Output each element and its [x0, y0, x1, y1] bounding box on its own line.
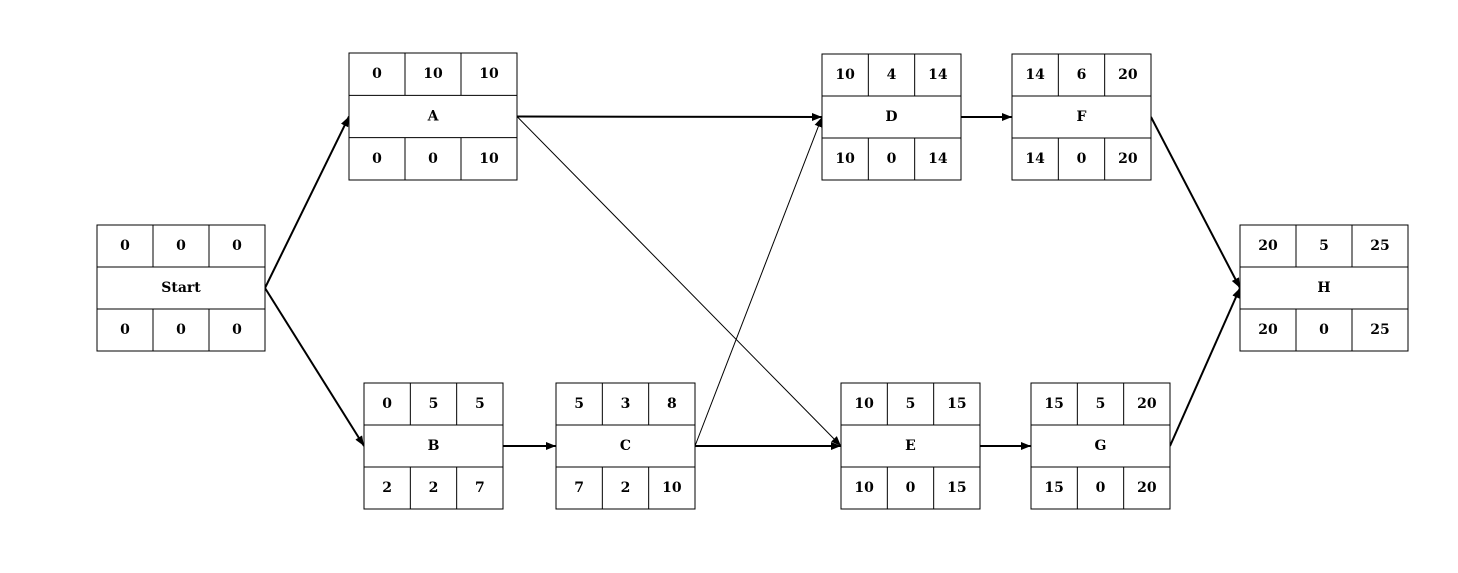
late-start: 0	[120, 322, 130, 338]
late-start: 15	[1044, 480, 1063, 496]
edge-start-a	[264, 116, 350, 289]
early-start: 10	[854, 396, 874, 412]
early-finish: 0	[232, 238, 242, 254]
activity-name: C	[620, 438, 631, 454]
late-finish: 0	[232, 322, 242, 338]
duration: 5	[1096, 396, 1106, 412]
early-start: 14	[1025, 67, 1045, 83]
node-box	[1239, 224, 1409, 352]
duration: 6	[1077, 67, 1087, 83]
duration: 5	[906, 396, 916, 412]
activity-name: D	[885, 109, 897, 125]
node-box	[363, 382, 504, 510]
activity-name: H	[1317, 280, 1330, 296]
early-finish: 14	[928, 67, 948, 83]
total-float: 0	[176, 322, 186, 338]
early-start: 10	[835, 67, 855, 83]
late-finish: 20	[1137, 480, 1157, 496]
activity-name: B	[428, 438, 440, 454]
early-finish: 10	[479, 66, 499, 82]
early-finish: 15	[947, 396, 966, 412]
late-start: 0	[372, 151, 382, 167]
early-start: 0	[382, 396, 392, 412]
late-finish: 25	[1370, 322, 1389, 338]
duration: 5	[429, 396, 439, 412]
late-finish: 7	[475, 480, 485, 496]
activity-name: E	[905, 438, 916, 454]
early-finish: 25	[1370, 238, 1389, 254]
duration: 3	[621, 396, 631, 412]
late-start: 20	[1258, 322, 1278, 338]
node-c: 5 3 8C 7 2 10	[555, 382, 696, 510]
late-start: 2	[382, 480, 392, 496]
late-finish: 14	[928, 151, 948, 167]
node-box	[840, 382, 981, 510]
total-float: 0	[887, 151, 897, 167]
total-float: 2	[621, 480, 631, 496]
duration: 0	[176, 238, 186, 254]
early-start: 20	[1258, 238, 1278, 254]
node-box	[555, 382, 696, 510]
late-start: 14	[1025, 151, 1045, 167]
duration: 5	[1319, 238, 1329, 254]
early-start: 0	[120, 238, 130, 254]
late-start: 10	[835, 151, 855, 167]
edge-g-h	[1169, 287, 1241, 447]
activity-name: F	[1077, 109, 1087, 125]
activity-name: A	[427, 109, 440, 125]
edge-start-b	[264, 287, 365, 447]
activity-name: G	[1095, 438, 1107, 454]
late-start: 7	[574, 480, 584, 496]
early-finish: 20	[1137, 396, 1157, 412]
duration: 10	[423, 66, 443, 82]
edge-f-h	[1150, 116, 1241, 289]
edge-a-d	[516, 112, 823, 121]
total-float: 0	[1319, 322, 1329, 338]
node-box	[821, 53, 962, 181]
total-float: 0	[1096, 480, 1106, 496]
early-start: 15	[1044, 396, 1063, 412]
early-finish: 5	[475, 396, 485, 412]
early-start: 0	[372, 66, 382, 82]
late-finish: 10	[479, 151, 499, 167]
total-float: 0	[1077, 151, 1087, 167]
node-box	[1011, 53, 1152, 181]
activity-name: Start	[161, 280, 201, 296]
node-b: 0 5 5B 2 2 7	[363, 382, 504, 510]
duration: 4	[887, 67, 897, 83]
late-finish: 15	[947, 480, 966, 496]
edges-layer	[264, 112, 1241, 450]
early-start: 5	[574, 396, 584, 412]
edge-c-d	[694, 116, 823, 447]
node-box	[1030, 382, 1171, 510]
node-box	[96, 224, 266, 352]
total-float: 0	[428, 151, 438, 167]
total-float: 0	[906, 480, 916, 496]
early-finish: 8	[667, 396, 677, 412]
early-finish: 20	[1118, 67, 1138, 83]
edge-a-e	[516, 116, 842, 447]
node-box	[348, 52, 518, 181]
late-finish: 20	[1118, 151, 1138, 167]
late-start: 10	[854, 480, 874, 496]
late-finish: 10	[662, 480, 682, 496]
total-float: 2	[429, 480, 439, 496]
